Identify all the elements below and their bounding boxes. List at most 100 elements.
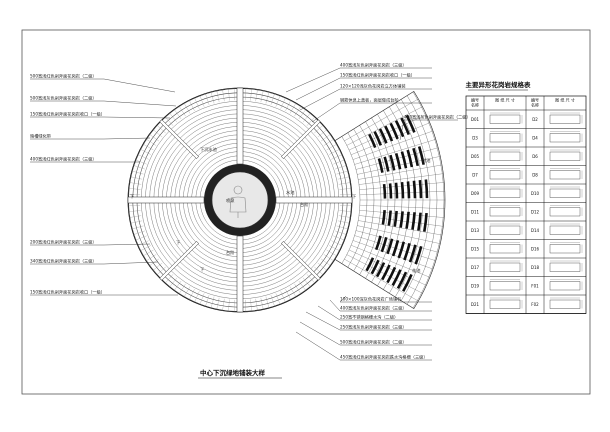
right-callout-leader xyxy=(339,295,347,303)
ring-segment xyxy=(333,159,345,165)
wing-dark-band xyxy=(418,179,423,199)
wing-radial xyxy=(357,225,441,244)
wing-dark-band xyxy=(423,212,428,232)
ring-segment xyxy=(338,215,351,218)
spoke-path xyxy=(236,87,244,165)
wing-arc xyxy=(341,136,361,264)
ring-segment xyxy=(140,245,151,251)
ring-segment xyxy=(128,194,141,195)
ring-segment xyxy=(194,291,200,303)
ring-segment xyxy=(250,88,252,101)
ring-segment xyxy=(329,149,340,155)
ring-segment xyxy=(289,102,297,114)
right-callout-leader xyxy=(285,67,341,93)
ring-segment xyxy=(323,138,334,146)
table-drawing-thumb xyxy=(549,281,581,291)
ring-segment xyxy=(183,286,191,298)
right-callout-leader xyxy=(295,77,341,101)
table-drawing-thumb xyxy=(489,262,521,272)
wing-dark-band xyxy=(405,114,416,133)
ring-segment xyxy=(205,93,210,105)
ring-segment xyxy=(234,88,235,101)
wing-dark-band xyxy=(400,181,405,199)
wing-dark-band xyxy=(417,146,425,165)
inner-label-bottom: 台阶 xyxy=(226,249,235,256)
ring-segment xyxy=(228,88,230,101)
ring-segment xyxy=(205,295,210,307)
spoke-path xyxy=(127,196,205,204)
wing-dark-band xyxy=(394,120,405,138)
wing-dark-band xyxy=(424,179,429,199)
left-callout-text: 暗槽绿化带 xyxy=(30,133,51,140)
table-drawing-thumb xyxy=(489,207,521,217)
wing-dark-band xyxy=(417,212,422,231)
wing-dark-band xyxy=(365,257,375,272)
ring-segment xyxy=(164,116,174,126)
inner-label-top: 下沉水池 xyxy=(200,146,218,153)
left-callout-text: 500宽浅红色剁斧面花岗岩（二级） xyxy=(30,73,97,80)
ring-segment xyxy=(314,124,324,134)
ring-segment xyxy=(298,109,306,120)
table-id-cell: D05 xyxy=(471,154,480,159)
ring-segment xyxy=(128,205,141,206)
ring-segment xyxy=(183,102,191,114)
right-callout-text: 100×100深灰色花岗岩广场铺石 xyxy=(340,296,401,303)
ring-segment xyxy=(275,95,281,107)
ring-segment xyxy=(210,91,215,104)
ring-segment xyxy=(128,210,141,212)
ring-segment xyxy=(306,274,316,284)
ring-segment xyxy=(260,90,264,103)
ring-segment xyxy=(317,262,328,271)
ring-segment xyxy=(302,277,311,288)
left-callout-leader xyxy=(103,243,151,246)
table-id-cell: F01 xyxy=(531,283,539,288)
ring-segment xyxy=(129,215,142,218)
ring-segment xyxy=(335,165,347,170)
ring-segment xyxy=(131,225,144,230)
ring-segment xyxy=(275,293,281,305)
wing-dark-band xyxy=(386,266,397,284)
table-drawing-thumb xyxy=(549,207,581,217)
table-header-cell: 名称 xyxy=(471,102,479,108)
wing-radial xyxy=(352,130,434,160)
table-id-cell: D13 xyxy=(471,228,480,233)
ring-segment xyxy=(339,210,352,212)
ring-segment xyxy=(169,112,178,123)
table-id-cell: D15 xyxy=(471,246,480,251)
wing-dark-band xyxy=(389,154,396,171)
spoke-path xyxy=(281,119,321,159)
wing-dark-band xyxy=(394,182,399,199)
wing-radial xyxy=(358,220,443,236)
ring-segment xyxy=(130,176,143,180)
right-callout-text: 250宽浅灰色剁斧面花岗岩（三级） xyxy=(340,324,407,331)
ring-segment xyxy=(216,90,220,103)
right-callout-leader xyxy=(299,321,341,346)
table-id-cell: D10 xyxy=(531,191,540,196)
wing-dark-band xyxy=(397,241,406,259)
inner-label-down3: 下 xyxy=(176,240,180,246)
wing-radial xyxy=(341,263,414,309)
inner-label-right2: 台阶 xyxy=(300,201,309,208)
table-drawing-thumb xyxy=(489,281,521,291)
wing-radial xyxy=(359,205,445,209)
wing-dark-band xyxy=(400,117,410,136)
ring-segment xyxy=(146,254,157,262)
table-drawing-thumb xyxy=(489,151,521,161)
right-callouts: 400宽浅灰色剁斧面花岗岩（三级）150宽浅红色剁斧面花岗岩收口（一级）120×… xyxy=(340,62,471,361)
left-callouts: 500宽浅红色剁斧面花岗岩（二级）500宽浅灰色剁斧面花岗岩（二级）150宽浅红… xyxy=(30,73,105,296)
ring-segment xyxy=(146,138,157,146)
left-callout-leader xyxy=(103,137,151,140)
ring-segment xyxy=(280,291,286,303)
ring-segment xyxy=(255,89,258,102)
right-callout-leader xyxy=(305,311,341,331)
table-drawing-thumb xyxy=(549,151,581,161)
table-drawing-thumb xyxy=(489,133,521,143)
wing-dark-band xyxy=(373,131,382,146)
ring-segment xyxy=(331,240,343,246)
radial-spokes xyxy=(127,87,353,313)
ring-segment xyxy=(336,225,349,230)
ring-segment xyxy=(130,220,143,224)
right-callout-leader xyxy=(299,88,341,111)
